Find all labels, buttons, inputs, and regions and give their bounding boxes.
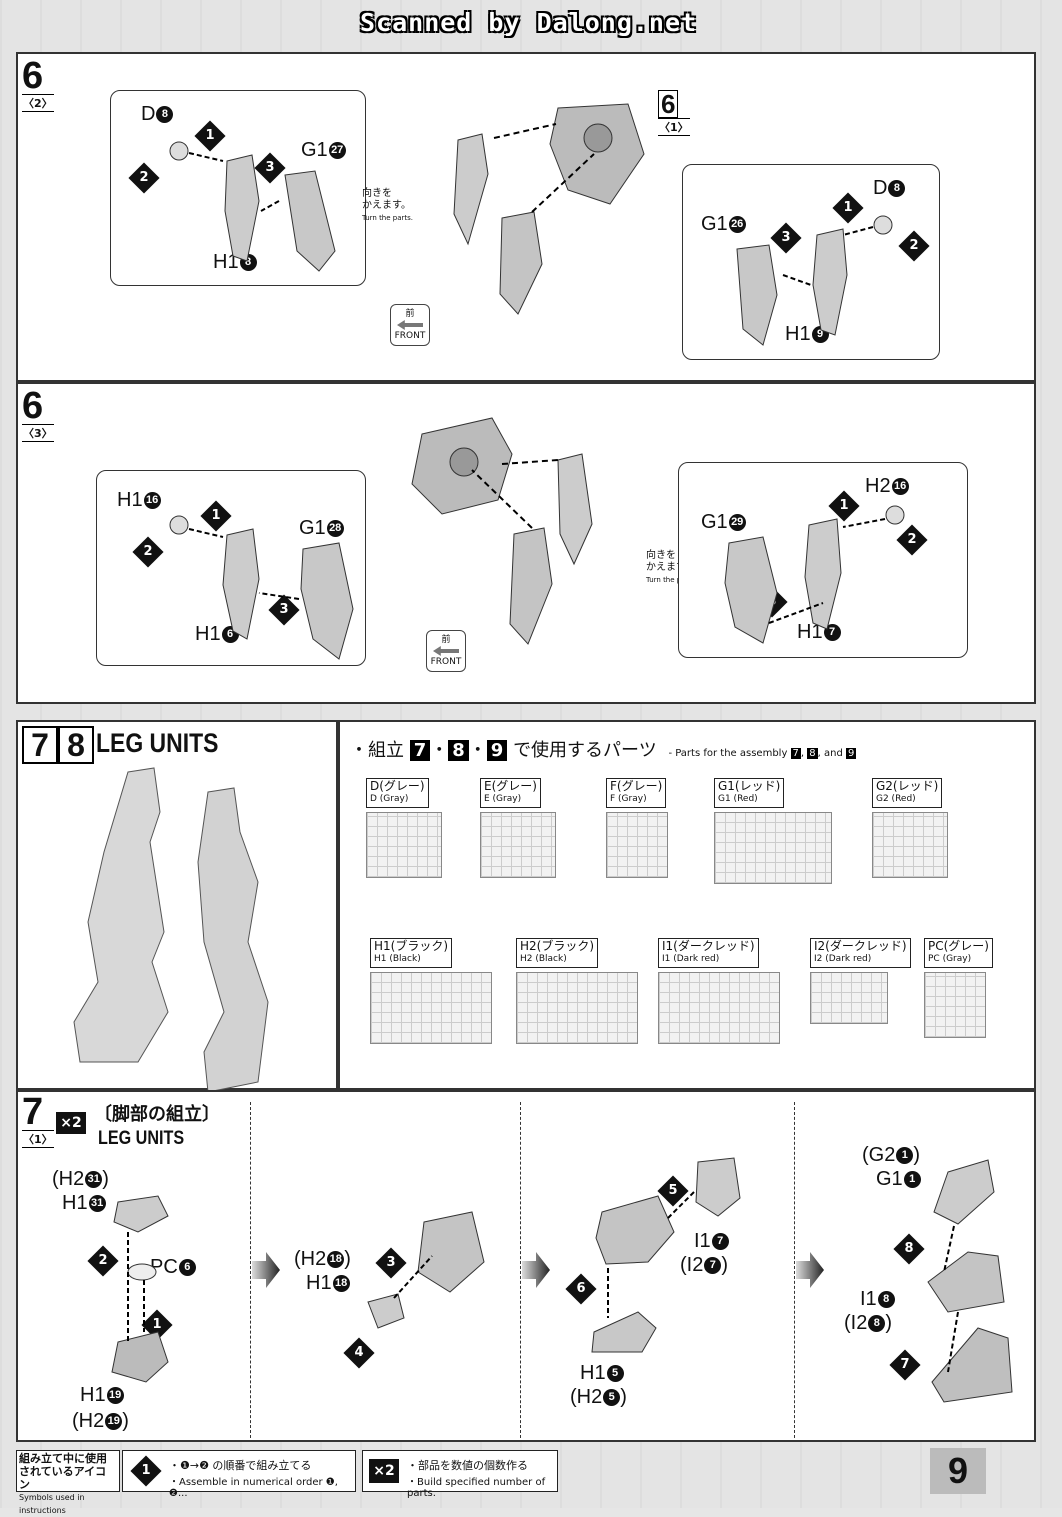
step-number: 6 — [22, 55, 44, 97]
leg-part-drawing — [724, 505, 905, 644]
runner-label: I1(ダークレッド)I1 (Dark red) — [658, 938, 759, 968]
leg-part-drawing — [169, 141, 336, 272]
runner-label: H1(ブラック)H1 (Black) — [370, 938, 453, 968]
runner-sprue-image — [924, 972, 986, 1038]
leg-part-drawing — [736, 215, 893, 346]
runner-label: I2(ダークレッド)I2 (Dark red) — [810, 938, 911, 968]
next-arrow — [252, 1252, 280, 1288]
substep-label: 〈1〉 — [22, 1130, 54, 1148]
step-number-8: 8 — [58, 726, 94, 764]
runner-label: D(グレー)D (Gray) — [366, 778, 429, 808]
runner-sprue-image — [714, 812, 832, 884]
parts-list-panel: ・組立 7・8・9 で使用するパーツ - Parts for the assem… — [338, 720, 1036, 1090]
ref-substep: 〈1〉 — [658, 118, 690, 136]
runner-label: F(グレー)F (Gray) — [606, 778, 667, 808]
runner-sprue-image — [872, 812, 948, 878]
hip-assembly-drawing — [453, 103, 645, 315]
step-number-7: 7 — [22, 726, 58, 764]
lower-leg-drawing — [591, 1157, 741, 1353]
turn-parts-note: 向きをかえます。Turn the parts. — [362, 188, 414, 222]
runner-sprue-image — [366, 812, 442, 878]
foot-assembly-drawing — [927, 1159, 1013, 1403]
runner-sprue-image — [810, 972, 888, 1024]
hip-assembly-drawing — [411, 417, 593, 645]
ref-step: 6 — [658, 90, 679, 118]
section-title: LEG UNITS — [96, 728, 219, 758]
order-icon-legend: 1 ・❶→❷ の順番で組み立てる ・Assemble in numerical … — [122, 1450, 356, 1499]
next-arrow — [796, 1252, 824, 1288]
knee-assembly-drawing — [367, 1211, 485, 1329]
step-number: 6 — [22, 385, 44, 427]
icons-legend-label: 組み立て中に使用 されているアイコン Symbols used in instr… — [16, 1450, 120, 1515]
runner-sprue-image — [606, 812, 668, 878]
section-title-en: LEG UNITS — [98, 1128, 185, 1149]
runner-sprue-image — [370, 972, 492, 1044]
runner-label: H2(ブラック)H2 (Black) — [516, 938, 599, 968]
turn-parts-note: 向きをかえます。Turn the parts. — [646, 550, 698, 584]
runner-sprue-image — [516, 972, 638, 1044]
runner-sprue-image — [658, 972, 780, 1044]
substep-label: 〈3〉 — [22, 424, 54, 442]
assembled-legs-drawing — [73, 767, 269, 1093]
next-arrow — [522, 1252, 550, 1288]
multiply-icon-legend: ×2 ・部品を数値の個数作る ・Build specified number o… — [362, 1450, 558, 1499]
page-number: 9 — [930, 1448, 986, 1494]
step-number: 7 — [22, 1091, 44, 1133]
runner-label: E(グレー)E (Gray) — [480, 778, 541, 808]
runner-label: G2(レッド)G2 (Red) — [872, 778, 943, 808]
substep-label: 〈2〉 — [22, 94, 54, 112]
section-title-jp: 〔脚部の組立〕 — [94, 1104, 220, 1125]
knee-part-drawing — [111, 1195, 169, 1383]
scan-watermark: Scanned by Dalong.net — [360, 8, 698, 37]
runner-sprue-image — [480, 812, 556, 878]
multiply-icon: ×2 — [369, 1459, 399, 1483]
leg-part-drawing — [169, 515, 354, 660]
runner-label: G1(レッド)G1 (Red) — [714, 778, 785, 808]
multiply-icon: ×2 — [56, 1112, 86, 1134]
parts-heading: ・組立 7・8・9 で使用するパーツ - Parts for the assem… — [350, 740, 857, 761]
runner-label: PC(グレー)PC (Gray) — [924, 938, 993, 968]
leg-units-overview: 7 8 LEG UNITS — [16, 720, 338, 1093]
